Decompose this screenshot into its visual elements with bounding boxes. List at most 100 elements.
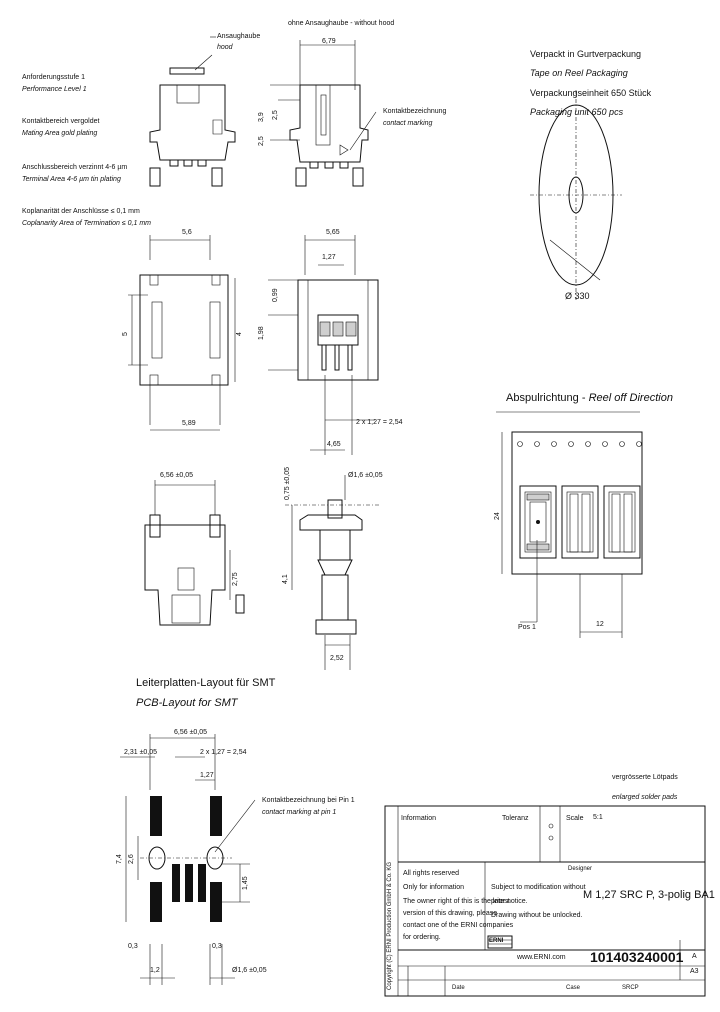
top-view-left bbox=[128, 235, 236, 431]
hood-label-de: Ansaughaube bbox=[217, 33, 261, 40]
tape-dim-12: 12 bbox=[596, 621, 604, 628]
dim-41: 4,1 bbox=[282, 574, 289, 584]
pcb-title-en: PCB-Layout for SMT bbox=[136, 697, 238, 709]
dim-5: 5 bbox=[122, 332, 129, 336]
tb-scale: 5:1 bbox=[593, 814, 603, 821]
tb-prior: prior notice. bbox=[491, 898, 528, 905]
title-block-frame bbox=[384, 805, 706, 997]
reel-diameter: Ø 330 bbox=[565, 291, 590, 301]
dim-565: 5,65 bbox=[326, 229, 340, 236]
front-view-with-hood bbox=[149, 36, 236, 187]
coplan-de: Koplanarität der Anschlüsse ≤ 0,1 mm bbox=[22, 208, 140, 215]
reel-drawing bbox=[530, 90, 622, 300]
pack-en-2: Packaging unit 650 pcs bbox=[530, 107, 624, 117]
dim-254: 2 x 1,27 = 2,54 bbox=[356, 419, 403, 426]
pcb-pin1-de: Kontaktbezeichnung bei Pin 1 bbox=[262, 797, 355, 804]
tb-scale-label: Scale bbox=[566, 815, 584, 822]
perf-de: Anforderungsstufe 1 bbox=[22, 74, 86, 81]
plating-de: Kontaktbereich vergoldet bbox=[22, 118, 100, 125]
enlarged-pads-de: vergrösserte Lötpads bbox=[612, 774, 678, 781]
tape-pos1: Pos 1 bbox=[518, 624, 536, 631]
pcb-pin1-en: contact marking at pin 1 bbox=[262, 809, 337, 816]
tb-contact: contact one of the ERNI companies bbox=[403, 922, 514, 929]
dim-39: 3,9 bbox=[258, 112, 265, 122]
pack-de-1: Verpackt in Gurtverpackung bbox=[530, 49, 642, 59]
dim-589: 5,89 bbox=[182, 420, 196, 427]
pcb-dim-74: 7,4 bbox=[116, 854, 123, 864]
coplan-en: Coplanarity Area of Termination ≤ 0,1 mm bbox=[22, 220, 151, 227]
dim-679: 6,79 bbox=[322, 38, 336, 45]
tape-pocket-1 bbox=[519, 485, 557, 559]
tb-subject: Subject to modification without bbox=[491, 884, 586, 891]
side-copyright: Copyright (C) ERNI Production GmbH & Co.… bbox=[387, 861, 393, 990]
pcb-dim-26: 2,6 bbox=[128, 854, 135, 864]
tb-date-label: Date bbox=[452, 985, 465, 991]
tape-pocket-3 bbox=[603, 485, 641, 559]
terminal-en: Terminal Area 4-6 µm tin plating bbox=[22, 176, 121, 183]
dim-4: 4 bbox=[236, 332, 243, 336]
pack-de-2: Verpackungseinheit 650 Stück bbox=[530, 88, 652, 98]
tb-case: SRCP bbox=[622, 985, 639, 991]
tape-dim-24: 24 bbox=[494, 512, 501, 520]
reel-off-title: Abspulrichtung - Reel off Direction bbox=[506, 393, 673, 404]
tb-info: Information bbox=[401, 815, 437, 822]
dim-465: 4,65 bbox=[327, 441, 341, 448]
tb-sheet: A3 bbox=[690, 968, 699, 975]
tb-case-label: Case bbox=[566, 985, 581, 991]
tb-part-number: 101403240001 bbox=[590, 949, 684, 965]
top-view-right bbox=[268, 235, 379, 455]
tb-tolerance: Toleranz bbox=[502, 815, 529, 822]
tb-rev: A bbox=[692, 953, 697, 960]
dim-56: 5,6 bbox=[182, 229, 192, 236]
pcb-dim-656: 6,56 ±0,05 bbox=[174, 729, 208, 736]
dim-198: 1,98 bbox=[258, 326, 265, 340]
pack-en-1: Tape on Reel Packaging bbox=[530, 68, 628, 78]
dim-16: Ø1,6 ±0,05 bbox=[348, 472, 383, 479]
tape-drawing bbox=[496, 411, 643, 638]
dim-252: 2,52 bbox=[330, 655, 344, 662]
pcb-layout bbox=[120, 734, 256, 985]
dim-656: 6,56 ±0,05 bbox=[160, 472, 194, 479]
dim-127: 1,27 bbox=[322, 254, 336, 261]
tb-rights: All rights reserved bbox=[403, 870, 460, 877]
tb-owner: The owner right of this is the latest bbox=[403, 898, 510, 905]
plating-en: Mating Area gold plating bbox=[22, 130, 98, 137]
reel-off-title-en: Reel off Direction bbox=[588, 392, 673, 404]
pcb-dim-127: 1,27 bbox=[200, 772, 214, 779]
front-view-row3-left bbox=[144, 480, 245, 626]
marking-de: Kontaktbezeichnung bbox=[383, 108, 447, 115]
dim-075: 0,75 ±0,05 bbox=[284, 466, 291, 500]
enlarged-pads-en: enlarged solder pads bbox=[612, 794, 678, 801]
pcb-dim-145: 1,45 bbox=[242, 876, 249, 890]
tb-designer: Designer bbox=[568, 866, 593, 872]
dim-099: 0,99 bbox=[272, 288, 279, 302]
sprocket-holes bbox=[517, 441, 642, 447]
tape-pocket-2 bbox=[561, 485, 599, 559]
side-view-without-hood bbox=[270, 40, 377, 187]
pcb-dim-231: 2,31 ±0,05 bbox=[124, 749, 158, 756]
terminal-de: Anschlussbereich verzinnt 4-6 µm bbox=[22, 164, 128, 171]
pcb-dim-16: Ø1,6 ±0,05 bbox=[232, 967, 267, 974]
without-hood-label: ohne Ansaughaube - without hood bbox=[288, 20, 395, 27]
dim-25b: 2,5 bbox=[258, 136, 265, 146]
reel-off-title-sep: - bbox=[578, 392, 589, 404]
tb-only-info: Only for information bbox=[403, 884, 465, 891]
hood-label-en: hood bbox=[217, 44, 233, 51]
pcb-dim-03b: 0,3 bbox=[212, 943, 222, 950]
marking-en: contact marking bbox=[383, 120, 433, 127]
tb-website: www.ERNI.com bbox=[517, 954, 566, 961]
tb-title: M 1,27 SRC P, 3-polig BA1 bbox=[583, 889, 715, 901]
tb-ordering: for ordering. bbox=[403, 934, 441, 941]
pcb-title-de: Leiterplatten-Layout für SMT bbox=[136, 677, 276, 689]
perf-en: Performance Level 1 bbox=[22, 86, 87, 93]
dim-25a: 2,5 bbox=[272, 110, 279, 120]
pcb-dim-254: 2 x 1,27 = 2,54 bbox=[200, 749, 247, 756]
tb-unlocked: Drawing without be unlocked. bbox=[491, 912, 583, 919]
reel-off-title-de: Abspulrichtung bbox=[506, 392, 579, 404]
tb-logo: ERNI bbox=[489, 938, 504, 944]
tb-version: version of this drawing, please bbox=[403, 910, 498, 917]
pcb-dim-12: 1,2 bbox=[150, 967, 160, 974]
pcb-dim-03a: 0,3 bbox=[128, 943, 138, 950]
